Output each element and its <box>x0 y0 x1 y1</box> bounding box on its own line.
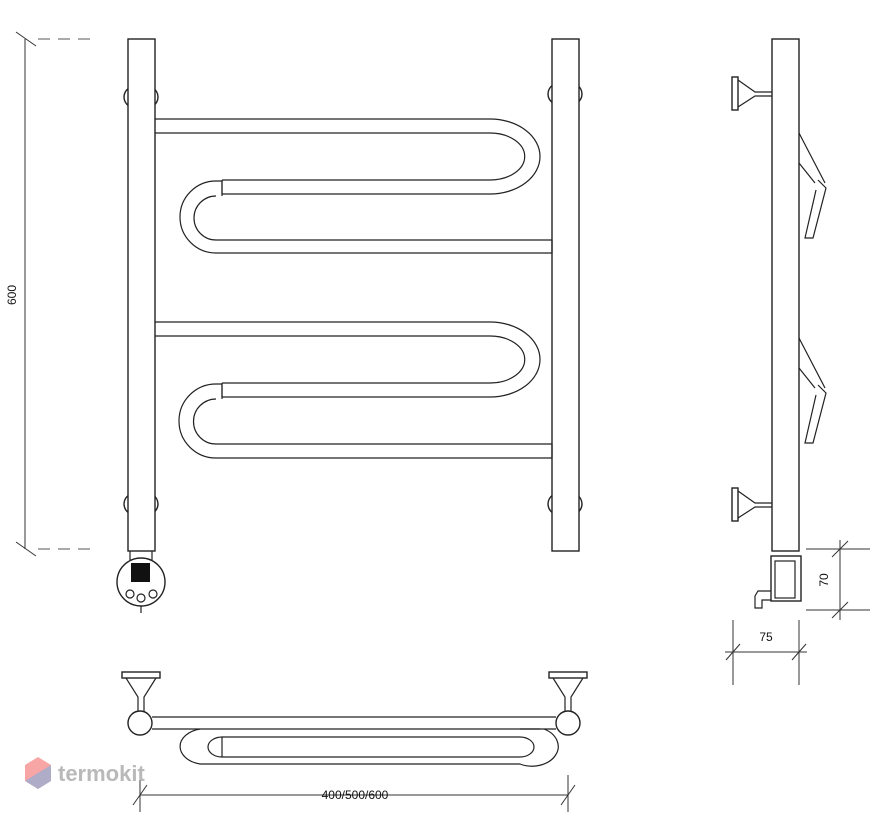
top-serpentine-outer <box>179 728 559 767</box>
controller-display <box>131 563 150 582</box>
brand-logo-icon <box>25 757 51 789</box>
top-right-bracket <box>548 671 588 736</box>
side-post <box>771 38 800 552</box>
depth-dimension: 75 <box>725 620 807 685</box>
heating-controller <box>116 551 166 613</box>
side-upper-serpentine <box>798 132 827 239</box>
lower-serpentine-outer <box>155 321 552 459</box>
depth-label: 75 <box>759 630 773 644</box>
width-dimension: 400/500/600 <box>132 775 576 812</box>
top-view: 400/500/600 <box>121 671 588 812</box>
lower-serpentine-inner <box>155 335 552 445</box>
box-height-label: 70 <box>817 573 831 587</box>
side-lower-bracket <box>731 487 772 522</box>
left-post <box>127 38 156 552</box>
width-label: 400/500/600 <box>322 788 389 802</box>
height-dimension: 600 <box>5 31 90 557</box>
side-upper-bracket <box>731 76 772 111</box>
upper-serpentine-outer <box>155 118 552 254</box>
front-wall-mounts <box>123 80 583 518</box>
side-lower-serpentine <box>798 337 827 444</box>
side-view: 70 75 <box>725 38 870 685</box>
brand-name: termokit <box>58 761 145 786</box>
front-view: 600 <box>5 31 583 613</box>
box-height-dimension: 70 <box>806 540 870 620</box>
side-heater-box <box>754 555 802 609</box>
top-left-bracket <box>121 671 161 736</box>
height-label: 600 <box>5 285 19 305</box>
top-serpentine-inner <box>207 736 535 758</box>
upper-serpentine-inner <box>155 132 552 241</box>
right-post <box>551 38 580 552</box>
brand-watermark: termokit <box>25 757 145 789</box>
